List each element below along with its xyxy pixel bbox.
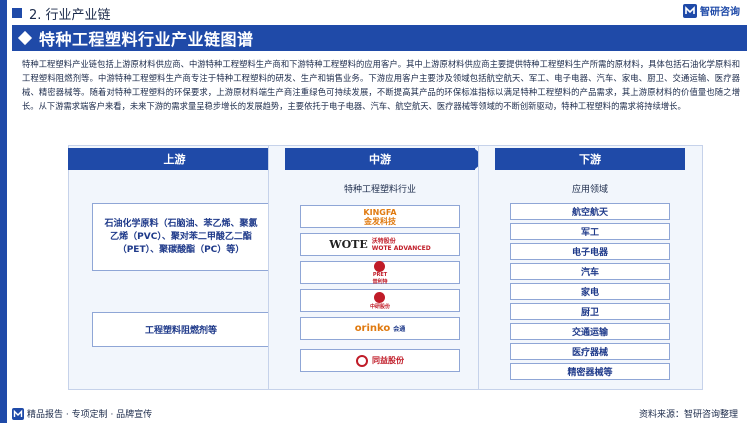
page-title: 特种工程塑料行业产业链图谱 (39, 30, 254, 49)
brand-mark-icon (12, 407, 24, 420)
section-title: 2. 行业产业链 (29, 7, 111, 23)
description-paragraph: 特种工程塑料产业链包括上游原材料供应商、中游特种工程塑料生产商和下游特种工程塑料… (22, 59, 740, 111)
left-accent-strip (0, 0, 7, 423)
footer-source: 资料来源：智研咨询整理 (638, 410, 738, 420)
company-logo-zhongyan: 中研股份 (300, 289, 460, 312)
downstream-item: 厨卫 (510, 303, 670, 320)
brand-mark-icon (683, 3, 697, 18)
diamond-icon (17, 30, 33, 46)
brand-name: 智研咨询 (700, 7, 740, 18)
downstream-item: 汽车 (510, 263, 670, 280)
upstream-item-flame-retardant: 工程塑料阻燃剂等 (92, 312, 270, 347)
footer-tagline-text: 精品报告 · 专项定制 · 品牌宣传 (27, 410, 153, 420)
brand-logo: 智研咨询 (683, 3, 740, 18)
midstream-header: 中游 (285, 148, 475, 170)
kingfa-en: KINGFA (363, 207, 397, 217)
footer-tagline: 精品报告 · 专项定制 · 品牌宣传 (12, 407, 152, 420)
section-header: 2. 行业产业链 (12, 2, 111, 24)
downstream-subtitle: 应用领域 (571, 185, 608, 195)
footer: 精品报告 · 专项定制 · 品牌宣传 资料来源：智研咨询整理 (0, 404, 750, 423)
zhongyan-badge-icon (374, 291, 386, 303)
downstream-item: 交通运输 (510, 323, 670, 340)
title-bar: 特种工程塑料行业产业链图谱 (12, 25, 747, 51)
wote-en: WOTE (329, 238, 368, 251)
tongyi-cn: 同益股份 (372, 356, 404, 365)
zhongyan-cn: 中研股份 (369, 303, 390, 310)
orinko-cn: 会通 (393, 326, 406, 333)
pret-en: PRET (372, 271, 388, 278)
pret-badge-icon (374, 260, 386, 272)
orinko-en: orinko (354, 323, 391, 334)
upstream-header: 上游 (68, 148, 281, 170)
kingfa-cn: 金发科技 (364, 216, 396, 226)
downstream-item: 精密器械等 (510, 363, 670, 380)
tongyi-ring-icon (356, 354, 368, 367)
wote-en-sub: WOTE ADVANCED (371, 244, 431, 252)
company-logo-tongyi: 同益股份 (300, 349, 460, 372)
downstream-item: 电子电器 (510, 243, 670, 260)
upstream-item-petrochemical: 石油化学原料（石脑油、苯乙烯、聚氯乙烯（PVC）、聚对苯二甲酸乙二酯（PET）、… (92, 203, 270, 271)
downstream-header: 下游 (495, 148, 685, 170)
downstream-item: 医疗器械 (510, 343, 670, 360)
downstream-item: 家电 (510, 283, 670, 300)
midstream-subtitle: 特种工程塑料行业 (343, 185, 416, 195)
downstream-item: 航空航天 (510, 203, 670, 220)
downstream-item: 军工 (510, 223, 670, 240)
pret-cn: 普利特 (372, 278, 388, 285)
wote-cn: 沃特股份 (371, 237, 396, 245)
square-bullet-icon (12, 8, 22, 18)
